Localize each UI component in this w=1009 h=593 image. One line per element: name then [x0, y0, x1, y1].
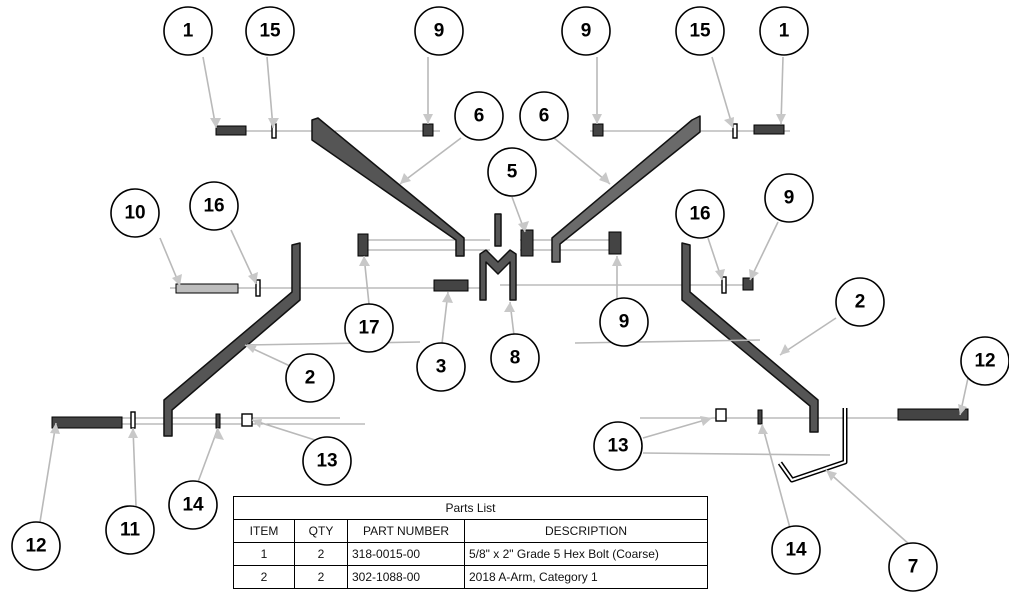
bolt-item-1-left: [215, 125, 247, 136]
washer-item-16-left: [255, 279, 261, 297]
pin-item-12-left: [51, 416, 123, 429]
balloon-1-right: 1: [759, 6, 809, 56]
balloon-16-right: 16: [675, 189, 725, 239]
spacer-item-13-left: [241, 413, 253, 427]
spacer-item-13-right: [715, 408, 727, 422]
balloon-9-right: 9: [764, 173, 814, 223]
svg-text:6: 6: [474, 106, 485, 127]
balloon-14-left: 14: [168, 480, 218, 530]
clip-item-14-left: [215, 413, 221, 429]
balloon-17: 17: [344, 303, 394, 353]
balloon-11: 11: [105, 505, 155, 555]
cell-description: 5/8" x 2" Grade 5 Hex Bolt (Coarse): [464, 542, 708, 566]
nut-item-9-top-right: [592, 123, 604, 137]
balloon-13-right: 13: [593, 421, 643, 471]
bolts-item-17: [357, 233, 369, 257]
balloon-16-left: 16: [189, 181, 239, 231]
svg-text:17: 17: [358, 318, 379, 339]
leader-arrowheads: [50, 114, 967, 481]
svg-text:9: 9: [619, 312, 630, 333]
balloon-9-top-right: 9: [561, 6, 611, 56]
balloon-5: 5: [487, 147, 537, 197]
balloon-7: 7: [888, 542, 938, 592]
svg-text:9: 9: [784, 188, 795, 209]
cell-part-number: 318-0015-00: [347, 542, 465, 566]
balloon-2-right: 2: [835, 277, 885, 327]
washer-item-15-right: [732, 123, 738, 139]
washer-item-16-right: [721, 276, 727, 294]
bolt-item-1-right: [753, 124, 785, 135]
svg-text:2: 2: [305, 368, 316, 389]
svg-text:7: 7: [908, 557, 919, 578]
cell-qty: 2: [294, 542, 348, 566]
nut-item-9-right: [742, 277, 754, 291]
svg-text:16: 16: [203, 196, 224, 217]
cell-qty: 2: [294, 565, 348, 589]
svg-text:10: 10: [124, 203, 145, 224]
svg-text:9: 9: [581, 21, 592, 42]
balloon-12-left: 12: [11, 521, 61, 571]
center-hitch-item-8: [479, 213, 534, 301]
svg-text:13: 13: [607, 436, 628, 457]
bushing-item-3: [433, 279, 469, 292]
svg-text:14: 14: [182, 495, 204, 516]
balloon-3: 3: [416, 342, 466, 392]
balloon-6-right: 6: [519, 91, 569, 141]
pin-item-12-right: [897, 408, 969, 421]
bolt-item-10: [175, 283, 239, 294]
balloon-9-center: 9: [599, 297, 649, 347]
a-arm-item-2-right: [681, 242, 819, 433]
cell-item: 1: [233, 542, 295, 566]
svg-text:14: 14: [785, 540, 807, 561]
hardware: [51, 123, 969, 429]
svg-text:13: 13: [316, 451, 337, 472]
parts-list-table: Parts List ITEM QTY PART NUMBER DESCRIPT…: [233, 496, 708, 589]
balloon-13-left: 13: [302, 436, 352, 486]
plate-item-6-left: [311, 117, 465, 257]
plate-item-6-right: [551, 115, 701, 263]
svg-text:12: 12: [25, 536, 46, 557]
svg-text:16: 16: [689, 204, 710, 225]
parts-list-header-row: ITEM QTY PART NUMBER DESCRIPTION: [233, 519, 708, 543]
svg-text:1: 1: [779, 21, 790, 42]
balloon-6-left: 6: [454, 91, 504, 141]
header-part-number: PART NUMBER: [347, 519, 465, 543]
parts-list-title: Parts List: [233, 496, 708, 520]
svg-text:5: 5: [507, 162, 518, 183]
balloon-2-left: 2: [285, 353, 335, 403]
balloon-9-top-left: 9: [414, 6, 464, 56]
svg-text:8: 8: [510, 348, 521, 369]
parts-list-title-row: Parts List: [233, 496, 708, 520]
nuts-item-9-center: [608, 231, 622, 255]
balloon-12-right: 12: [960, 336, 1009, 386]
balloon-10: 10: [110, 188, 160, 238]
svg-text:15: 15: [259, 21, 281, 42]
svg-text:6: 6: [539, 106, 550, 127]
cell-part-number: 302-1088-00: [347, 565, 465, 589]
svg-text:1: 1: [183, 21, 194, 42]
svg-text:9: 9: [434, 21, 445, 42]
header-item: ITEM: [233, 519, 295, 543]
balloon-1-left: 1: [163, 6, 213, 56]
cell-description: 2018 A-Arm, Category 1: [464, 565, 708, 589]
balloon-15-left: 15: [245, 6, 295, 56]
svg-text:3: 3: [436, 357, 447, 378]
table-row: 1 2 318-0015-00 5/8" x 2" Grade 5 Hex Bo…: [233, 542, 708, 566]
cell-item: 2: [233, 565, 295, 589]
a-arm-item-2-left: [163, 242, 301, 437]
balloon-15-right: 15: [675, 6, 725, 56]
table-row: 2 2 302-1088-00 2018 A-Arm, Category 1: [233, 565, 708, 589]
balloon-8: 8: [490, 333, 540, 383]
header-qty: QTY: [294, 519, 348, 543]
svg-text:11: 11: [120, 520, 141, 541]
clip-item-11: [130, 411, 136, 429]
nut-item-9-top-left: [422, 123, 434, 137]
svg-text:15: 15: [689, 21, 711, 42]
svg-text:2: 2: [855, 292, 866, 313]
clip-item-14-right: [757, 409, 763, 425]
header-description: DESCRIPTION: [464, 519, 708, 543]
balloon-14-right: 14: [771, 525, 821, 575]
svg-text:12: 12: [974, 351, 995, 372]
